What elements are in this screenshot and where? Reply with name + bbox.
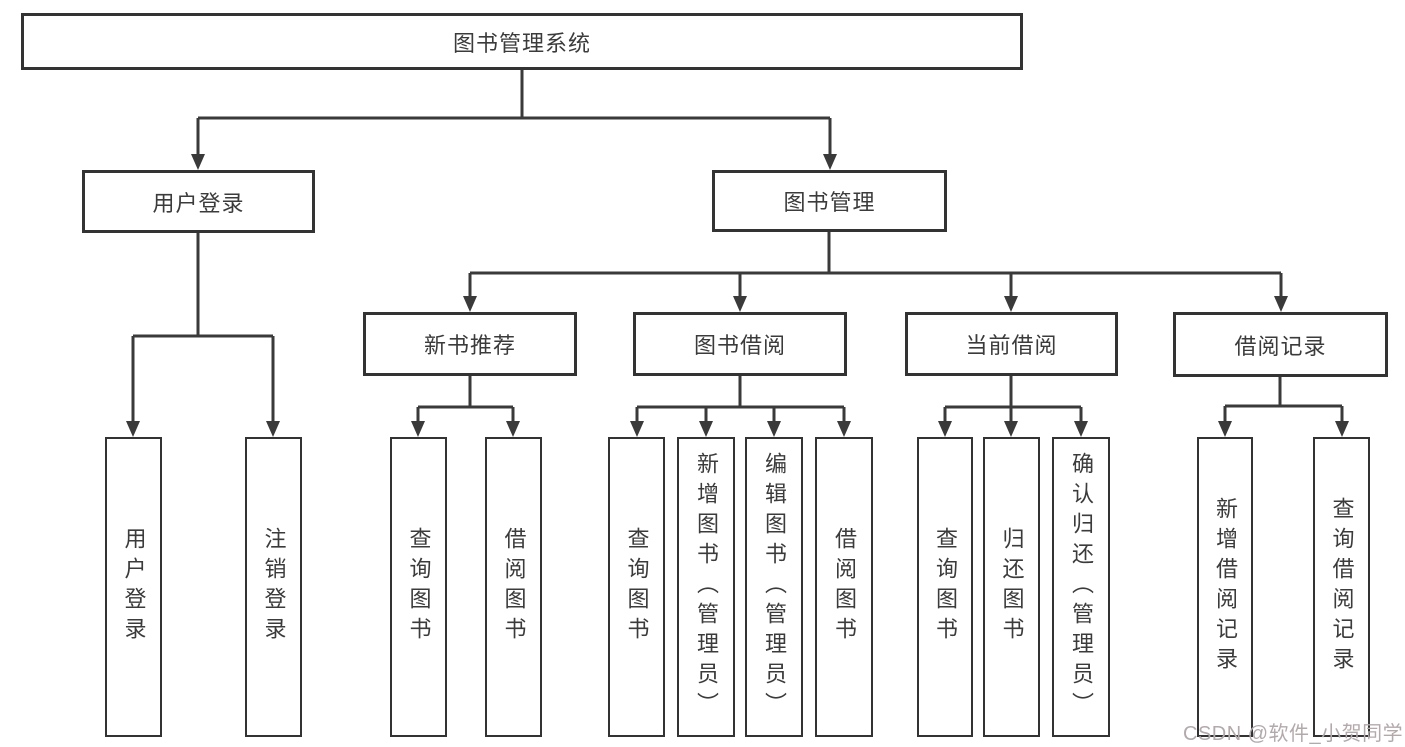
arrowheads — [126, 154, 1349, 437]
leaf-borrow-books-new: 借阅图书 — [485, 437, 542, 737]
leaf-add-book-admin: 新增图书（管理员） — [677, 437, 735, 737]
connector-lines — [131, 70, 1344, 433]
node-borrow-record: 借阅记录 — [1173, 312, 1388, 377]
node-root: 图书管理系统 — [21, 13, 1023, 70]
node-current-borrow: 当前借阅 — [905, 312, 1118, 376]
leaf-user-login: 用户登录 — [105, 437, 162, 737]
leaf-return-book: 归还图书 — [983, 437, 1040, 737]
leaf-query-books-current: 查询图书 — [917, 437, 973, 737]
node-book-mgmt: 图书管理 — [712, 170, 947, 232]
leaf-query-borrow-record: 查询借阅记录 — [1313, 437, 1370, 737]
leaf-add-borrow-record: 新增借阅记录 — [1197, 437, 1253, 737]
leaf-borrow-books: 借阅图书 — [815, 437, 873, 737]
node-book-borrow: 图书借阅 — [633, 312, 847, 376]
leaf-query-books-new: 查询图书 — [390, 437, 447, 737]
watermark: CSDN @软件_小贺同学 — [1183, 723, 1404, 745]
leaf-confirm-return-admin: 确认归还（管理员） — [1052, 437, 1110, 737]
node-user-login: 用户登录 — [82, 170, 315, 233]
node-new-book: 新书推荐 — [363, 312, 577, 376]
leaf-edit-book-admin: 编辑图书（管理员） — [745, 437, 803, 737]
leaf-query-books-borrow: 查询图书 — [608, 437, 665, 737]
leaf-logout: 注销登录 — [245, 437, 302, 737]
